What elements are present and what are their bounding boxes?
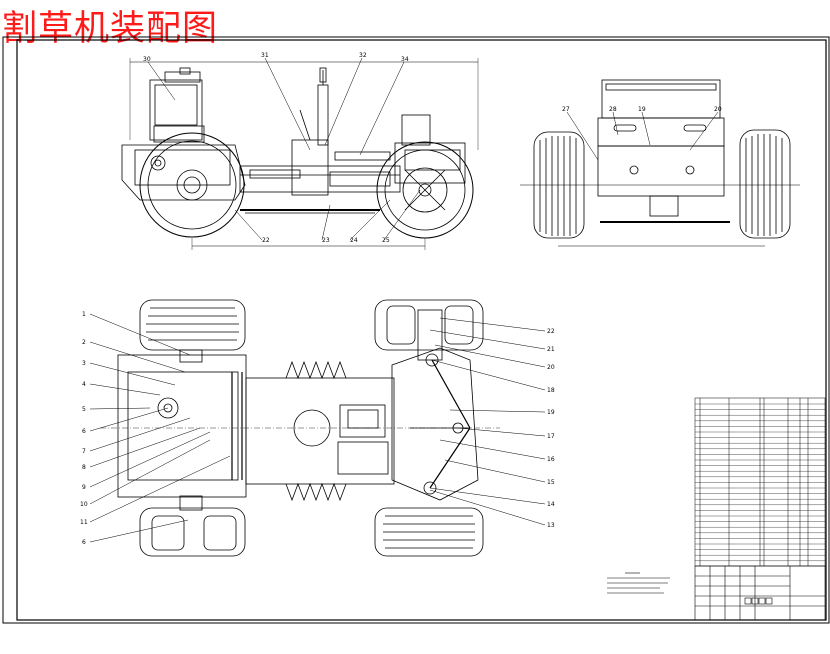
parts-list	[694, 397, 826, 567]
plan-view-balloons-left: 1 2 3 4 5 6 7 8 9 10 11 6	[80, 311, 88, 546]
balloon: 31	[261, 52, 269, 59]
technical-notes	[607, 572, 670, 594]
balloon: 3	[82, 360, 86, 367]
outer-frame	[2, 36, 830, 624]
balloon: 9	[82, 484, 86, 491]
balloon: 19	[547, 409, 555, 416]
balloon: 11	[80, 519, 88, 526]
plan-view	[100, 299, 500, 557]
balloon: 18	[547, 387, 555, 394]
balloon: 20	[547, 364, 555, 371]
balloon: 5	[82, 406, 86, 413]
rear-view-balloons: 27 28 19 20	[562, 106, 722, 113]
balloon: 10	[80, 501, 88, 508]
balloon: 8	[82, 464, 86, 471]
balloon: 22	[262, 237, 270, 244]
balloon: 32	[359, 52, 367, 59]
parts-list-rows	[695, 403, 825, 561]
balloon: 7	[82, 448, 86, 455]
balloon: 4	[82, 381, 86, 388]
balloon: 16	[547, 456, 555, 463]
balloon: 25	[382, 237, 390, 244]
balloon: 34	[401, 56, 409, 63]
plan-view-balloons-right: 22 21 20 18 19 17 16 15 14 13	[547, 328, 555, 529]
balloon: 2	[82, 339, 86, 346]
balloon: 21	[547, 346, 555, 353]
inner-frame	[16, 39, 827, 621]
balloon: 28	[609, 106, 617, 113]
drawing-title: 割草机装配图	[2, 9, 219, 49]
balloon: 14	[547, 501, 555, 508]
balloon: 23	[322, 237, 330, 244]
balloon: 20	[714, 106, 722, 113]
balloon: 19	[638, 106, 646, 113]
balloon: 6	[82, 539, 86, 546]
balloon: 15	[547, 479, 555, 486]
balloon: 24	[350, 237, 358, 244]
balloon: 17	[547, 433, 555, 440]
balloon: 22	[547, 328, 555, 335]
balloon: 13	[547, 522, 555, 529]
balloon: 6	[82, 428, 86, 435]
balloon: 1	[82, 311, 86, 318]
title-block	[694, 565, 826, 621]
balloon: 30	[143, 56, 151, 63]
plan-view-leaders	[89, 313, 546, 543]
side-view	[121, 57, 479, 250]
side-view-balloons: 30 31 32 34 22 23 24 25	[143, 52, 409, 244]
rear-view	[520, 79, 800, 247]
balloon: 27	[562, 106, 570, 113]
